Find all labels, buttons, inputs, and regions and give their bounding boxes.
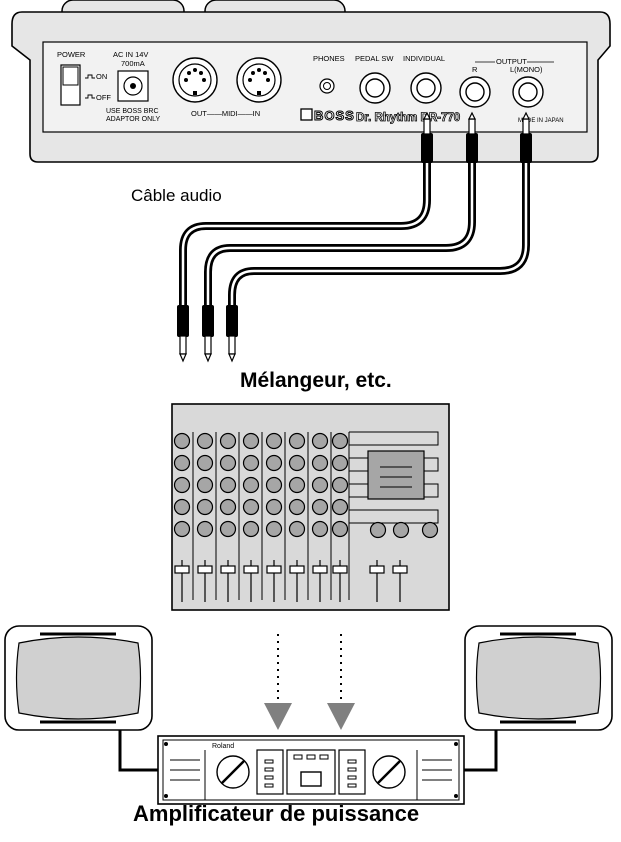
ac-in-rating: 700mA <box>121 59 145 68</box>
amp-left-knob-icon <box>216 755 250 789</box>
cable-plugs-bottom <box>176 304 239 362</box>
mixer-body <box>171 403 450 611</box>
output-r-jack <box>459 76 491 108</box>
power-off-label: OFF <box>96 93 111 102</box>
cable-r-outer <box>204 159 476 309</box>
pedal-sw-label: PEDAL SW <box>355 54 394 63</box>
speaker-cables <box>118 730 498 772</box>
boss-brand: BOSS <box>314 108 355 123</box>
amp-brand: Roland <box>212 743 234 750</box>
arrow-down-icon <box>327 703 355 730</box>
dr-rhythm-unit: POWER ON OFF AC IN 14V 700mA USE BOSS BR… <box>11 0 611 163</box>
boss-logo-icon <box>300 108 313 121</box>
pedal-sw-jack <box>359 72 391 104</box>
amp-display <box>300 771 322 787</box>
audio-cables <box>179 159 530 309</box>
ac-in-label: AC IN 14V <box>113 50 148 59</box>
power-label: POWER <box>57 50 86 59</box>
adaptor-note-1: USE BOSS BRC <box>106 108 159 115</box>
individual-label: INDIVIDUAL <box>403 54 445 63</box>
midi-out-port <box>172 57 218 103</box>
speaker-left <box>4 625 153 731</box>
phones-label: PHONES <box>313 54 345 63</box>
cable-r-inner <box>206 161 474 307</box>
power-amplifier: Roland <box>157 735 465 805</box>
arrow-down-icon <box>264 703 292 730</box>
model-name: Dr. Rhythm DR-770 <box>356 112 460 124</box>
midi-label: OUT——MIDI——IN <box>191 109 260 118</box>
mixer-channel-strips <box>192 432 350 600</box>
cable-individual-inner <box>181 161 429 307</box>
output-label: OUTPUT <box>496 57 527 66</box>
amp-right-knob-icon <box>372 755 406 789</box>
power-switch-lever <box>62 66 79 86</box>
midi-in-port <box>236 57 282 103</box>
power-amplifier-label: Amplificateur de puissance <box>133 801 420 826</box>
phones-jack <box>319 78 335 94</box>
signal-arrows <box>264 634 355 730</box>
audio-cable-label: Câble audio <box>131 186 222 205</box>
output-l-jack <box>512 76 544 108</box>
cable-l-inner <box>230 161 528 307</box>
power-on-label: ON <box>96 72 107 81</box>
adaptor-note-2: ADAPTOR ONLY <box>106 116 161 123</box>
cable-individual-outer <box>179 159 431 309</box>
made-in-label: MADE IN JAPAN <box>518 118 564 124</box>
power-off-icon <box>85 94 95 99</box>
output-r-label: R <box>472 65 478 74</box>
cable-l-outer <box>228 159 530 309</box>
power-on-icon <box>85 74 95 79</box>
speaker-right <box>464 625 613 731</box>
mixer-label: Mélangeur, etc. <box>240 369 392 392</box>
mixer-unit <box>171 403 450 611</box>
mixer-display <box>367 450 425 500</box>
ac-in-jack <box>123 76 143 96</box>
individual-jack <box>410 72 442 104</box>
output-l-label: L(MONO) <box>510 65 543 74</box>
